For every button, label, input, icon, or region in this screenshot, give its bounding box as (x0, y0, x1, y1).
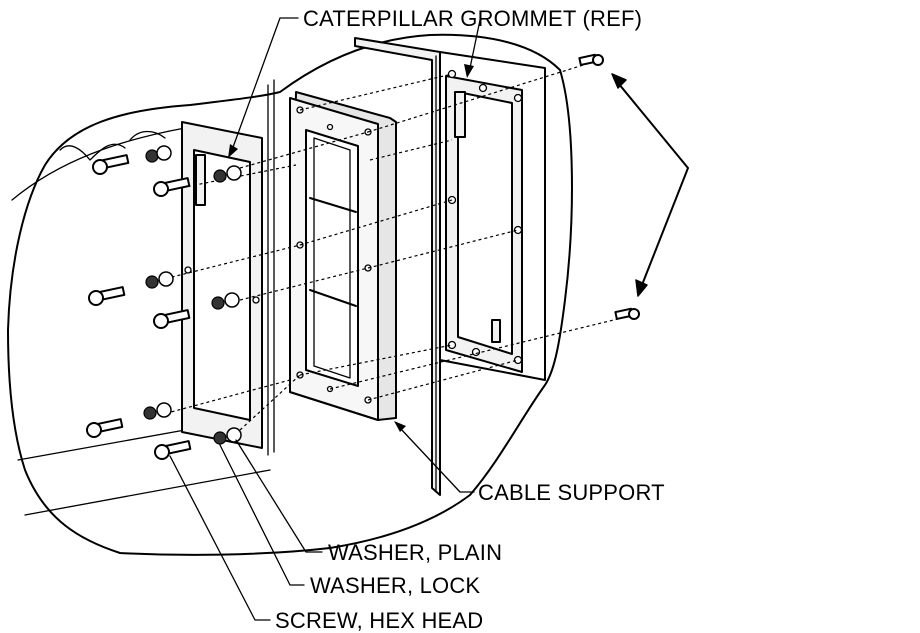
caterpillar-grommet (446, 71, 522, 373)
cable-support-frame (290, 92, 396, 420)
hex-head-screw (93, 155, 128, 174)
right-screw-lower (615, 309, 639, 319)
callout-screw-hex-head: SCREW, HEX HEAD (275, 608, 483, 633)
right-screw-upper (579, 55, 603, 65)
hex-head-screws (87, 155, 190, 459)
hex-head-screw (155, 441, 190, 459)
callout-cable-support: CABLE SUPPORT (478, 480, 665, 505)
right-screws (579, 55, 639, 319)
screw-indicator-arrows (612, 74, 688, 296)
callout-washer-lock: WASHER, LOCK (310, 573, 480, 598)
hex-head-screw (87, 419, 122, 437)
callout-caterpillar-grommet: CATERPILLAR GROMMET (REF) (303, 6, 642, 31)
callout-washer-plain: WASHER, PLAIN (328, 540, 502, 565)
hex-head-screw (89, 287, 124, 305)
